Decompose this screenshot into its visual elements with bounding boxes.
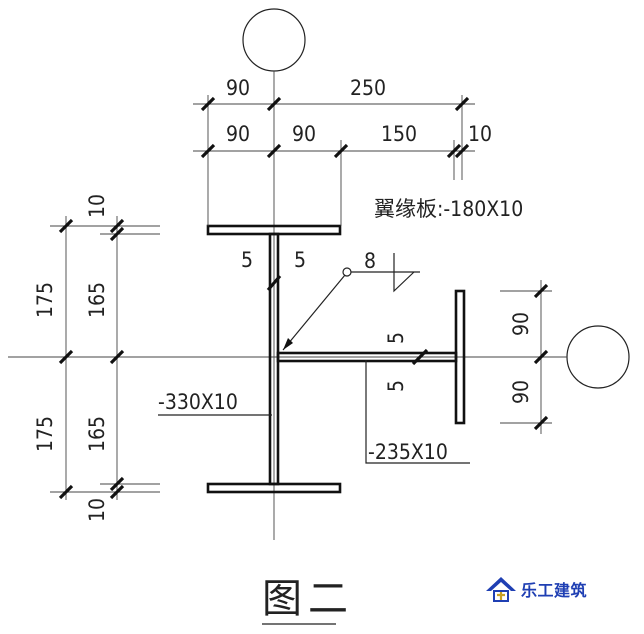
dim-left-175-top: 175 [33, 282, 57, 318]
left-dimension-chain [50, 216, 160, 500]
dim-top-90-a: 90 [226, 76, 250, 100]
dim-top-250: 250 [350, 76, 386, 100]
web-weld-mark [266, 274, 282, 292]
flange-plate-label: 翼缘板:-180X10 [374, 197, 523, 221]
dim-left-165-top: 165 [85, 282, 109, 318]
dim-left-10-bottom: 10 [85, 498, 109, 522]
dim-right-90-bottom: 90 [509, 380, 533, 404]
stub-plate-leader [365, 360, 470, 464]
weld-label-stub-top: 5 [384, 332, 408, 344]
dim-right-90-top: 90 [509, 312, 533, 336]
dim-left-165-bottom: 165 [85, 416, 109, 452]
weld-symbol [282, 253, 420, 351]
stub-flange-plate [454, 289, 466, 425]
right-dimension-chain [500, 280, 552, 434]
weld-label-stub-bottom: 5 [384, 380, 408, 392]
weld-label-web-left: 5 [241, 248, 253, 272]
brand-logo: 乐工建筑 [484, 575, 587, 603]
dim-top-90-b: 90 [226, 122, 250, 146]
figure-title: 图二 [262, 576, 354, 622]
brand-logo-text: 乐工建筑 [521, 581, 588, 600]
stub-weld-mark [411, 348, 429, 366]
dim-top-10: 10 [468, 122, 492, 146]
house-logo-icon [486, 577, 516, 602]
stub-plate-label: -235X10 [368, 440, 448, 464]
dim-top-150: 150 [381, 122, 417, 146]
dim-left-175-bottom: 175 [33, 416, 57, 452]
top-axis-bubble [242, 8, 306, 72]
web-plate-label: -330X10 [158, 390, 238, 414]
dim-left-10-top: 10 [85, 194, 109, 218]
top-dimension-chain [193, 95, 475, 226]
right-axis-bubble [566, 325, 630, 389]
weld-size-label: 8 [364, 249, 376, 273]
weld-label-web-right: 5 [294, 248, 306, 272]
dim-top-90-c: 90 [292, 122, 316, 146]
